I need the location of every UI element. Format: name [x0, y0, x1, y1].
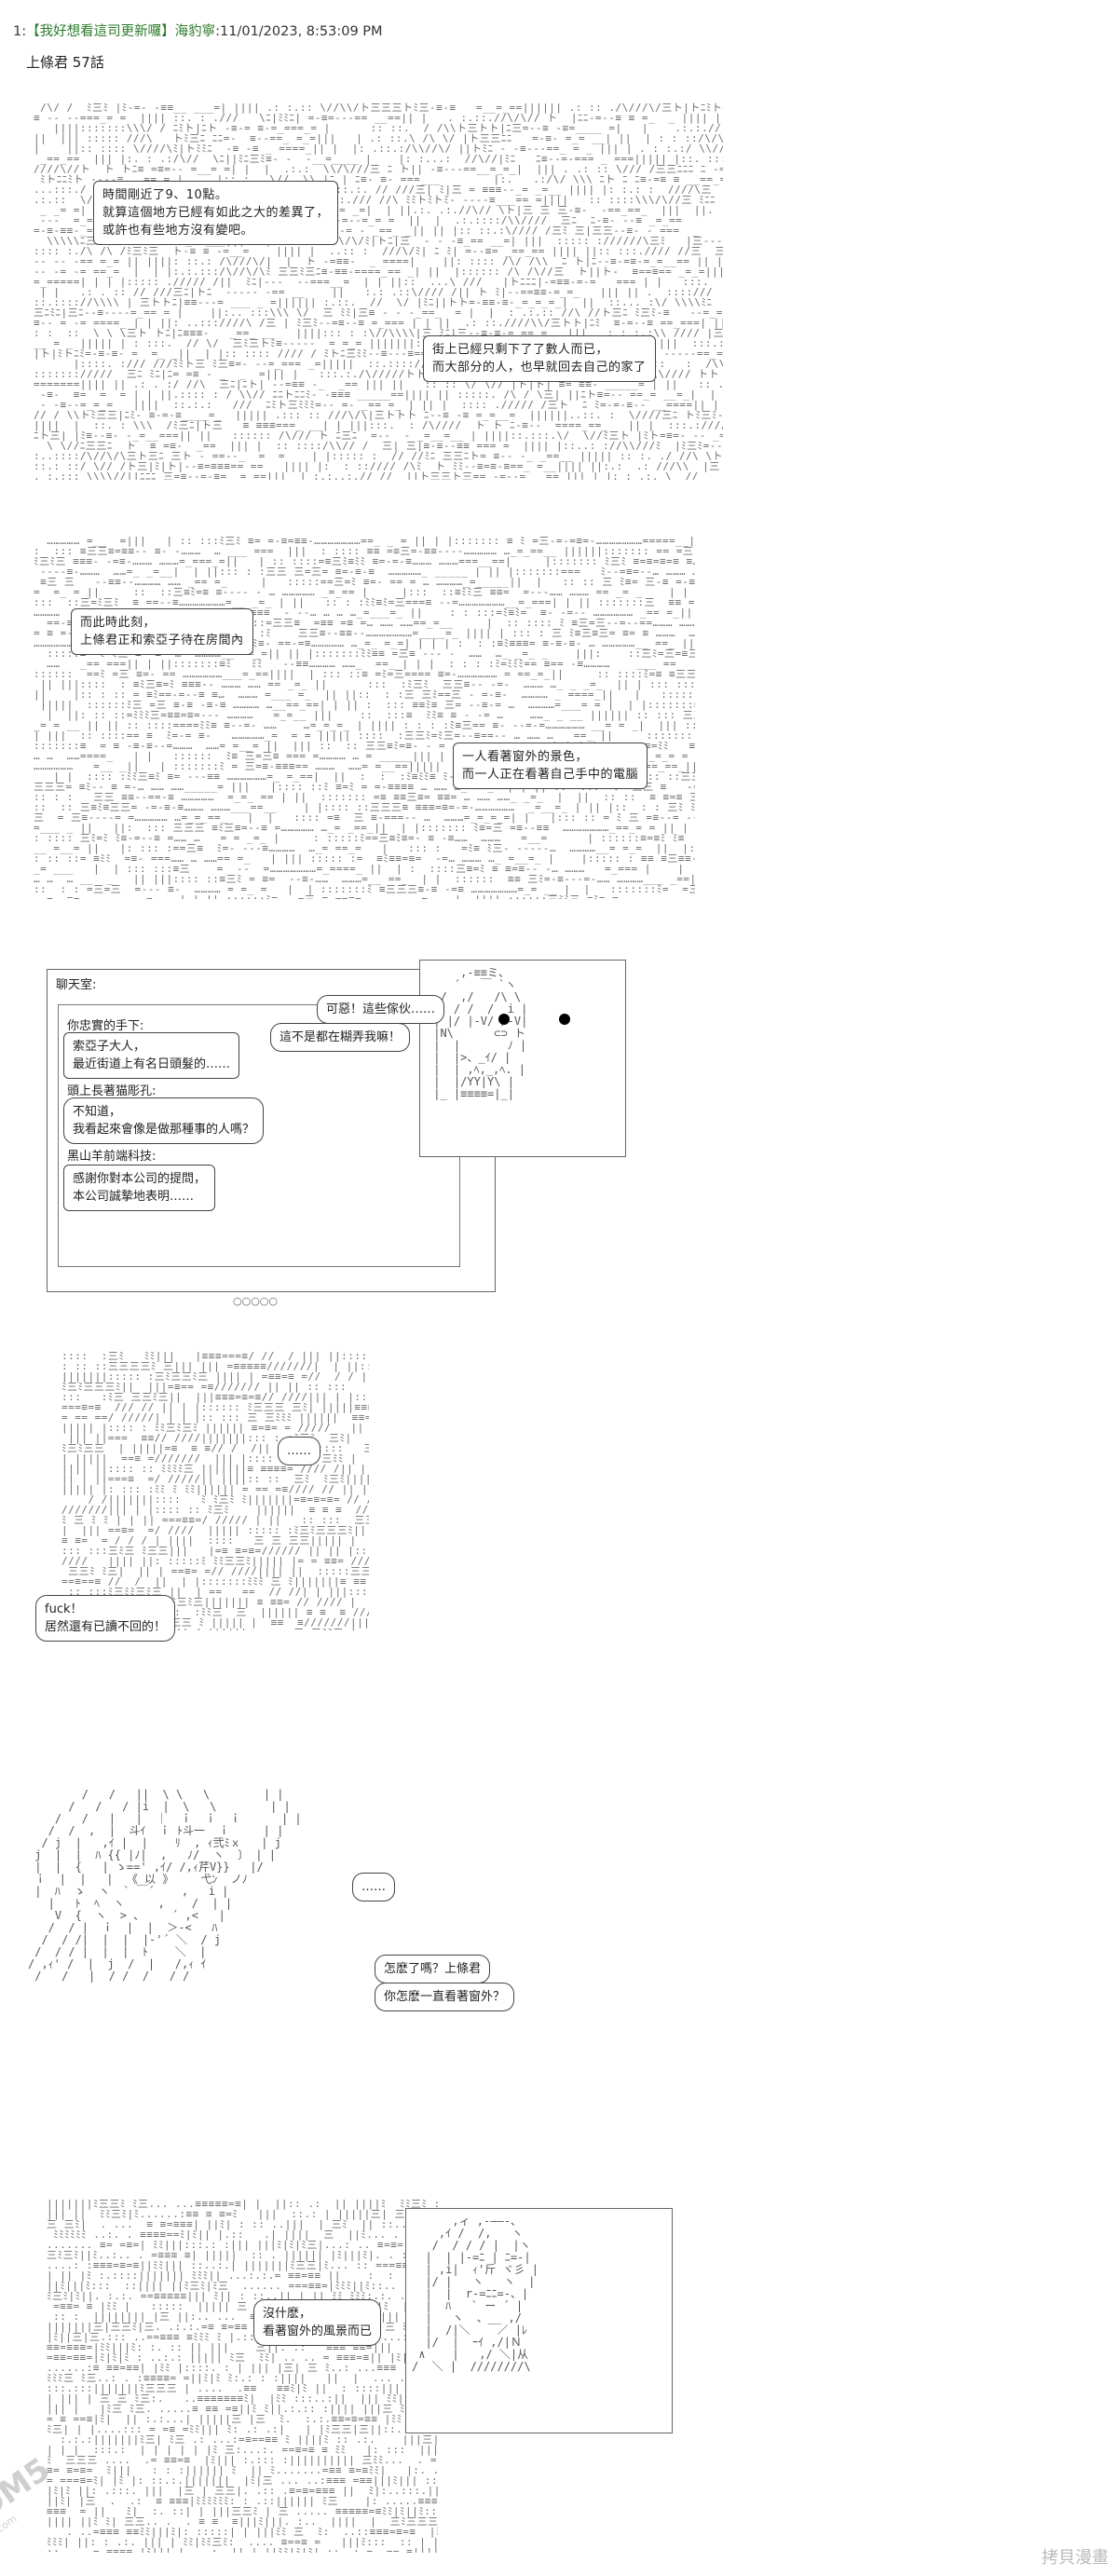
- panel-city-box: |||||||ﾐ三三ﾐ ﾐ三... ...≡≡≡≡≡=≡| | ||:: .: …: [47, 2199, 438, 2553]
- ascii-art-room: …………… =__ =||| | :: :::ﾐ三ﾐ ≡= =-≡=≡≡-…………: [34, 536, 695, 899]
- speech-bubble-street: 街上已經只剩下了了數人而已， 而大部分的人，也早就回去自己的家了: [423, 335, 656, 382]
- ascii-art-frustrated: :::: :三ﾐ ﾐﾐ||| |≡≡≡===≡/ // / ||| ||::::…: [61, 1351, 369, 1630]
- post-header: 1:【我好想看這司更新囉】海豹寧:11/01/2023, 8:53:09 PM: [13, 20, 383, 40]
- ascii-art-boy: ,ィ ,-――-、 ,ｲ / /, ヽ / / / / | |ヽ | | |-=…: [412, 2215, 539, 2373]
- speech-bubble-nothing: 沒什麽， 看著窗外的風景而已: [253, 2299, 382, 2346]
- character-frame: [419, 960, 626, 1157]
- panel-frustrated: :::: :三ﾐ ﾐﾐ||| |≡≡≡===≡/ // / ||| ||::::…: [34, 1351, 406, 1649]
- ascii-art-girl: / / || \ \ \ | | / / / |i | \ \ | | / / …: [28, 1788, 302, 1983]
- speech-bubble-what: 怎麽了嗎？上條君: [375, 1955, 491, 1983]
- panel-street: /\/ / ﾐ三ﾐ |ﾐ-=- -≡≡__ ___=| |||| .: :.::…: [34, 102, 723, 480]
- speech-bubble-damn: 可惡！這些傢伙……: [317, 995, 445, 1024]
- chat-user-1: 你忠實的手下:: [67, 1019, 144, 1033]
- ascii-art-street: /\/ / ﾐ三ﾐ |ﾐ-=- -≡≡__ ___=| |||| .: :.::…: [34, 102, 723, 480]
- chat-message-1: 索亞子大人， 最近街道上有名日頭髮的……: [63, 1032, 240, 1079]
- speech-bubble-time: 時間剛近了9、10點。 就算這個地方已經有如此之大的差異了， 或許也有些地方沒有…: [93, 181, 339, 245]
- panel-frustrated-box: :::: :三ﾐ ﾐﾐ||| |≡≡≡===≡/ // / ||| ||::::…: [61, 1351, 369, 1630]
- ascii-art-city: |||||||ﾐ三三ﾐ ﾐ三... ...≡≡≡≡≡=≡| | ||:: .: …: [47, 2199, 438, 2553]
- thread-link[interactable]: 【我好想看這司更新囉】海豹寧: [26, 24, 216, 39]
- speech-bubble-room: 而此時此刻， 上條君正和索亞子待在房間內: [71, 608, 253, 655]
- speech-bubble-dots-4: ……: [278, 1437, 320, 1465]
- chat-title: 聊天室:: [56, 978, 97, 992]
- speech-bubble-not: 這不是都在糊弄我嘛！: [270, 1023, 411, 1052]
- character-left-eye: [498, 1014, 510, 1025]
- post-timestamp: :11/01/2023, 8:53:09 PM: [215, 24, 383, 39]
- character-right-eye: [559, 1014, 570, 1025]
- panel-room: …………… =__ =||| | :: :::ﾐ三ﾐ ≡= =-≡=≡≡-…………: [34, 536, 695, 899]
- chat-user-2: 頭上長著猫彫孔:: [67, 1084, 157, 1098]
- speech-bubble-fuck: fuck！ 居然還有已讀不回的！: [35, 1595, 176, 1642]
- post-number: 1:: [13, 24, 27, 39]
- watermark-copymanga: 拷貝漫畫: [1042, 2548, 1109, 2568]
- speech-bubble-window: 一人看著窗外的景色， 而一人正在看著自己手中的電腦: [453, 743, 648, 789]
- ascii-art-character: ,-≡≡ミ、 ´ ￣ `ヽ / ,/ /\ \ / / / / i | | |/…: [433, 966, 528, 1100]
- chat-pager[interactable]: ○○○○○: [233, 1295, 278, 1307]
- chapter-title: 上條君 57話: [26, 54, 104, 71]
- character-frame-6: [405, 2208, 673, 2433]
- speech-bubble-dots-5: ……: [352, 1873, 395, 1901]
- panel-window: |||||||ﾐ三三ﾐ ﾐ三... ...≡≡≡≡≡=≡| | ||:: .: …: [37, 2199, 689, 2553]
- panel-chat: 聊天室: 你忠實的手下: 索亞子大人， 最近街道上有名日頭髮的…… 頭上長著猫彫…: [37, 950, 634, 1323]
- chat-user-3: 黑山羊前端科技:: [67, 1150, 157, 1164]
- chat-message-2: 不知道， 我看起來會像是做那種事的人嗎？: [63, 1097, 265, 1144]
- speech-bubble-why: 你怎麽一直看著窗外？: [375, 1983, 515, 2011]
- panel-question: / / || \ \ \ | | / / / |i | \ \ | | / / …: [28, 1789, 587, 2096]
- chat-message-3: 感謝你對本公司的提問， 本公司誠摯地表明……: [63, 1165, 216, 1211]
